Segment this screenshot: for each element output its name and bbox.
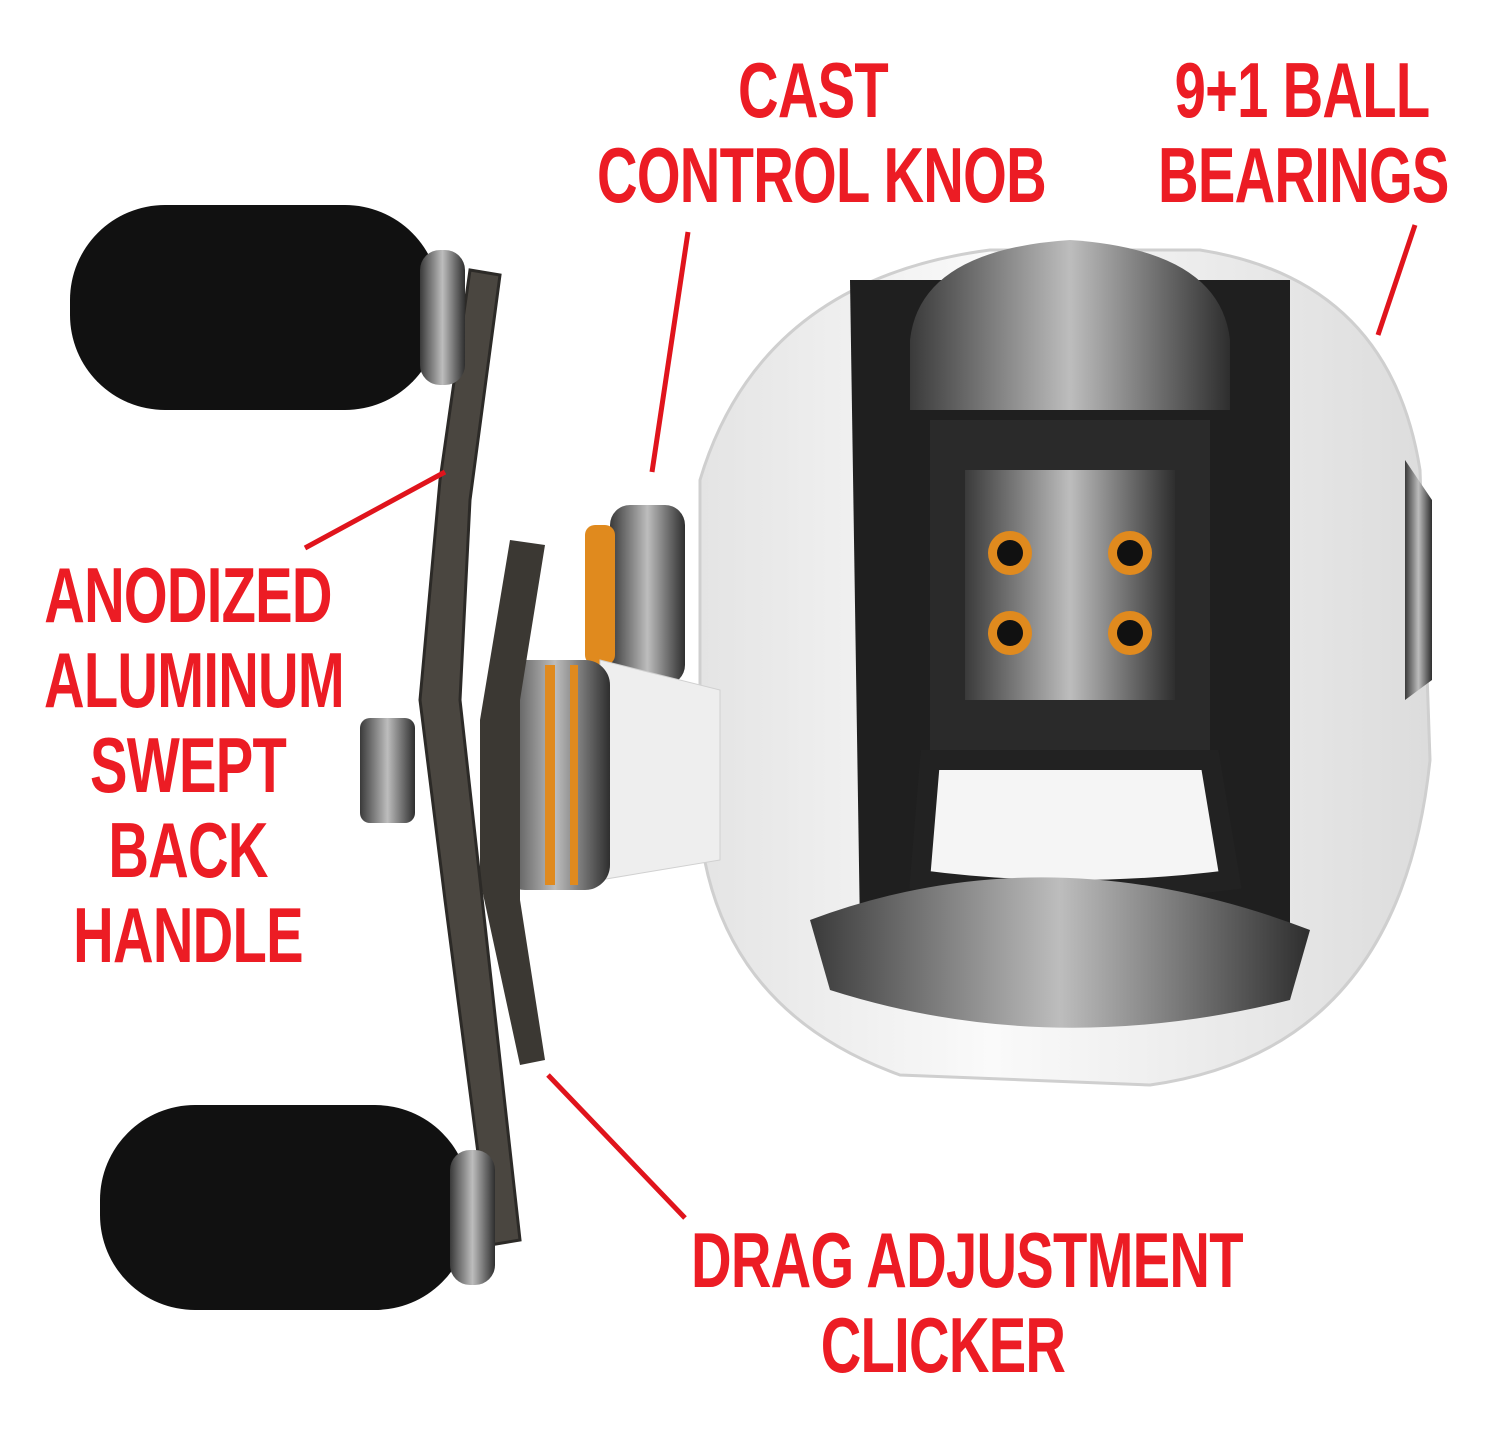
drag-callout: DRAG ADJUSTMENT CLICKER (691, 1216, 1244, 1389)
callout-line: DRAG ADJUSTMENT (691, 1216, 1244, 1304)
callout-line: CONTROL KNOB (597, 131, 1047, 219)
handle-knob-bottom (100, 1105, 495, 1310)
callout-line: ALUMINUM (44, 636, 345, 724)
callout-line: BACK (108, 806, 268, 894)
callout-line: CLICKER (820, 1301, 1066, 1389)
ball-bearings-leader-line (1375, 224, 1418, 336)
cast-control-knob (585, 505, 721, 881)
handle-callout: ANODIZED ALUMINUM SWEPT BACK HANDLE (44, 551, 345, 979)
callout-line: HANDLE (73, 891, 303, 979)
cast-control-leader-line (649, 231, 691, 473)
cast-control-callout: CAST CONTROL KNOB (597, 46, 1047, 219)
callout-line: BEARINGS (1158, 131, 1449, 219)
callout-line: 9+1 BALL (1174, 46, 1431, 134)
reel-body (698, 240, 1432, 1087)
handle-leader-line (303, 469, 447, 551)
drag-star (480, 540, 610, 1065)
callout-line: ANODIZED (44, 551, 332, 639)
callout-line: CAST (737, 46, 889, 134)
ball-bearings-callout: 9+1 BALL BEARINGS (1158, 46, 1449, 219)
drag-leader-line (546, 1073, 687, 1220)
callout-line: SWEPT (89, 721, 287, 809)
handle-knob-top (70, 205, 465, 410)
handle-arm (360, 268, 522, 1247)
